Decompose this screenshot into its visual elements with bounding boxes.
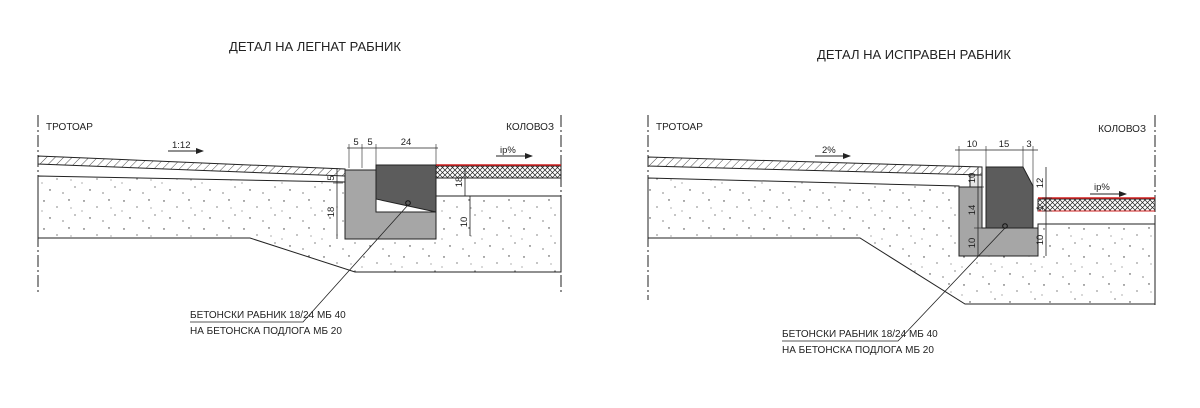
left-detail: ДЕТАЛ НА ЛЕГНАТ РАБНИК ТРОТОАР КОЛОВОЗ 1… (37, 39, 562, 337)
left-dim-top-a: 5 (353, 137, 358, 148)
right-sidewalk-slope: 2% (822, 145, 836, 156)
left-subbase-gravel (37, 175, 562, 273)
left-sidewalk-paving (37, 155, 346, 177)
right-dim-left-a: 10 (967, 173, 978, 184)
right-dim-left-b: 14 (967, 205, 978, 216)
right-dim-right-a: 12 (1035, 178, 1046, 189)
right-note-leader (782, 227, 1006, 342)
right-curb-stone (985, 166, 1034, 229)
left-curb-stone (375, 164, 437, 213)
left-dim-top-b: 5 (367, 137, 372, 148)
right-road-asphalt (1037, 198, 1156, 212)
left-dim-right-a: 18 (454, 177, 465, 188)
left-title: ДЕТАЛ НА ЛЕГНАТ РАБНИК (229, 39, 401, 54)
right-title: ДЕТАЛ НА ИСПРАВЕН РАБНИК (817, 47, 1011, 62)
right-sidewalk-label: ТРОТОАР (656, 122, 703, 133)
left-road-slope: ip% (500, 145, 516, 156)
left-road-asphalt (435, 165, 562, 179)
right-roadway-label: КОЛОВОЗ (1098, 124, 1146, 135)
right-subbase-gravel (647, 177, 1156, 305)
right-dim-right-b: 1 (1035, 205, 1046, 210)
left-note-line2: НА БЕТОНСКА ПОДЛОГА МБ 20 (190, 326, 342, 337)
right-note-line2: НА БЕТОНСКА ПОДЛОГА МБ 20 (782, 345, 934, 356)
right-dim-top-a: 10 (967, 139, 978, 150)
right-detail: ДЕТАЛ НА ИСПРАВЕН РАБНИК ТРОТОАР КОЛОВОЗ… (647, 47, 1156, 356)
right-dim-left-c: 10 (967, 238, 978, 249)
left-dim-left-b: 18 (326, 207, 337, 218)
right-dim-top-c: 3 (1026, 139, 1031, 150)
left-dim-right-b: 10 (459, 217, 470, 228)
left-sidewalk-label: ТРОТОАР (46, 122, 93, 133)
left-dim-left-a: 5 (326, 175, 337, 180)
right-sidewalk-paving (647, 156, 983, 176)
left-note-line1: БЕТОНСКИ РАБНИК 18/24 МБ 40 (190, 310, 346, 321)
left-dim-top-c: 24 (401, 137, 412, 148)
left-roadway-label: КОЛОВОЗ (506, 122, 554, 133)
right-road-slope: ip% (1094, 182, 1110, 193)
left-note-leader (190, 204, 409, 323)
right-dim-top-b: 15 (999, 139, 1010, 150)
right-note-line1: БЕТОНСКИ РАБНИК 18/24 МБ 40 (782, 329, 938, 340)
left-sidewalk-slope: 1:12 (172, 140, 191, 151)
right-dim-right-c: 10 (1035, 235, 1046, 246)
